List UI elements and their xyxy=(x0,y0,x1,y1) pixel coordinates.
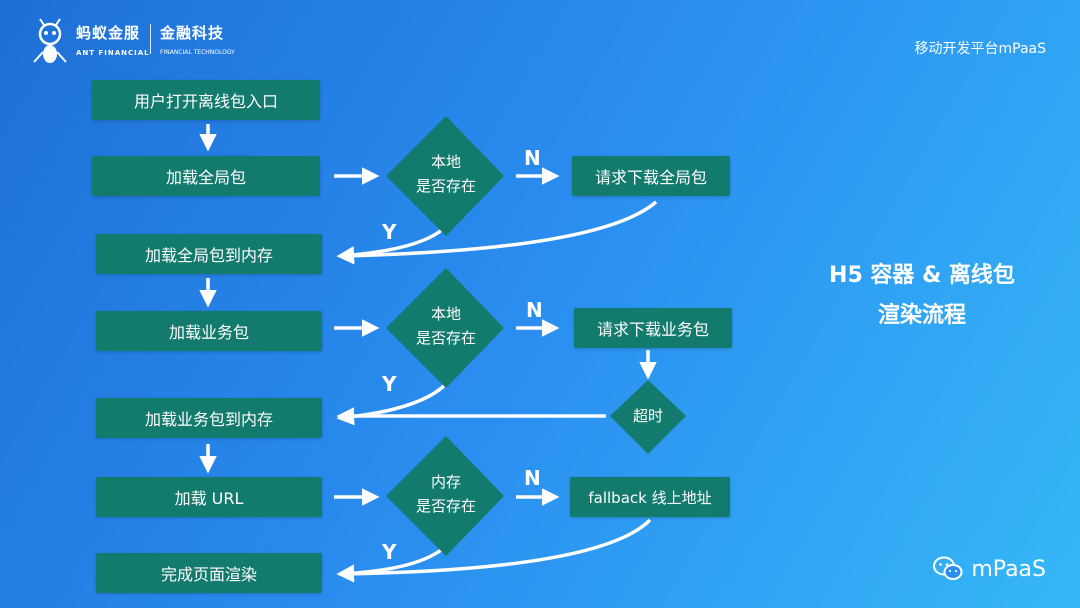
arrow-fallback-return xyxy=(336,518,652,583)
decision-diamond-biz xyxy=(386,268,504,388)
decision-global-line2: 是否存在 xyxy=(415,177,476,195)
label-no-3: N xyxy=(524,466,541,490)
decision-label-biz: 本地 是否存在 xyxy=(396,302,496,350)
label-no-1: N xyxy=(524,146,541,170)
step-load-url: 加载 URL xyxy=(96,477,322,517)
label-yes-1: Y xyxy=(382,220,397,244)
logo-subtitle-en: FINANCIAL TECHNOLOGY xyxy=(160,49,235,56)
footer-brand: mPaaS xyxy=(933,556,1046,582)
decision-label-global: 本地 是否存在 xyxy=(396,150,496,198)
decision-diamond-global xyxy=(386,116,504,236)
platform-name: 移动开发平台mPaaS xyxy=(914,41,1047,57)
slide-title: H5 容器 & 离线包 渲染流程 xyxy=(792,256,1052,336)
step-load-global-package: 加载全局包 xyxy=(92,156,320,196)
decision-biz-line2: 是否存在 xyxy=(415,329,476,347)
ant-mascot-icon xyxy=(33,18,67,63)
decision-global-line1: 本地 xyxy=(430,153,461,171)
decision-label-url: 内存 是否存在 xyxy=(396,470,496,518)
decision-biz-line1: 本地 xyxy=(430,305,461,323)
logo-name-en: ANT FINANCIAL xyxy=(76,49,150,57)
step-download-business: 请求下载业务包 xyxy=(574,308,732,348)
footer-brand-text: mPaaS xyxy=(971,556,1046,582)
decision-url-line1: 内存 xyxy=(430,473,461,491)
label-yes-2: Y xyxy=(382,372,397,396)
timeout-diamond xyxy=(610,380,686,454)
slide-title-line1: H5 容器 & 离线包 xyxy=(829,263,1015,288)
step-load-business-package: 加载业务包 xyxy=(96,311,322,351)
label-no-2: N xyxy=(526,298,543,322)
slide-title-line2: 渲染流程 xyxy=(877,303,966,328)
step-download-global: 请求下载全局包 xyxy=(572,156,730,196)
decision-url-line2: 是否存在 xyxy=(415,497,476,515)
logo-name-cn: 蚂蚁金服 xyxy=(76,24,141,42)
step-finish-render: 完成页面渲染 xyxy=(96,553,322,593)
decision-diamond-url xyxy=(386,436,504,556)
step-fallback-online: fallback 线上地址 xyxy=(570,477,730,517)
step-load-business-to-memory: 加载业务包到内存 xyxy=(96,398,322,438)
ant-financial-logo: 蚂蚁金服 ANT FINANCIAL 金融科技 FINANCIAL TECHNO… xyxy=(30,18,250,74)
step-load-global-to-memory: 加载全局包到内存 xyxy=(96,234,322,274)
logo-divider xyxy=(150,24,151,54)
logo-subtitle-cn: 金融科技 xyxy=(160,24,225,42)
step-open-offline-entry: 用户打开离线包入口 xyxy=(92,80,320,120)
wechat-icon xyxy=(933,556,963,580)
timeout-label: 超时 xyxy=(632,407,663,425)
label-yes-3: Y xyxy=(382,540,397,564)
arrow-download-global-return xyxy=(336,200,658,265)
